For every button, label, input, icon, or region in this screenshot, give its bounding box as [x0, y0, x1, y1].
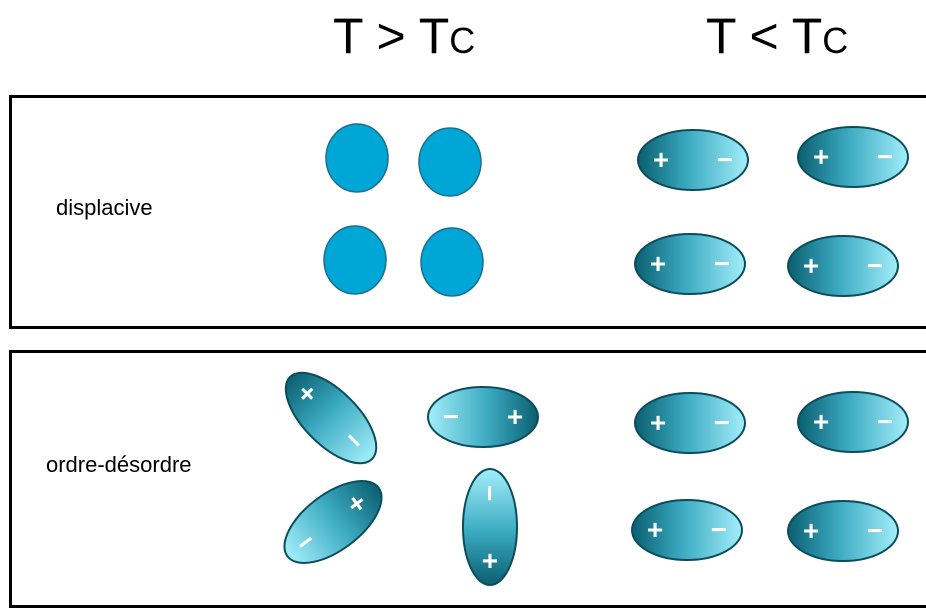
plus-sign: + [650, 248, 666, 279]
dipole: + − [631, 499, 743, 561]
dipole-group-order-above: + − + − + − + − [283, 371, 539, 586]
minus-sign: − [714, 248, 730, 279]
dipole: + − [634, 233, 746, 295]
dipole: + − [283, 480, 383, 564]
dipole: + − [284, 371, 378, 465]
atom-group-displacive-above [323, 123, 484, 297]
plus-sign: + [650, 407, 666, 438]
dipole: + − [797, 126, 909, 188]
plus-sign: + [507, 401, 523, 432]
order-disorder-panel [9, 350, 926, 608]
dipole-group-order-below: + − + − + − + − [631, 391, 909, 562]
minus-sign: − [443, 401, 459, 432]
dipole: + − [634, 392, 746, 454]
plus-sign: + [803, 250, 819, 281]
plus-sign: + [474, 553, 505, 569]
dipole: + − [427, 386, 539, 448]
dipole: + − [637, 129, 749, 191]
atom [325, 123, 389, 193]
minus-sign: − [717, 144, 733, 175]
displacive-label: displacive [56, 195, 153, 220]
dipole-group-displacive-below: + − + − + − + − [634, 126, 909, 297]
minus-sign: − [714, 407, 730, 438]
order-disorder-label: ordre-désordre [46, 452, 192, 477]
atom [420, 227, 484, 297]
plus-sign: + [813, 141, 829, 172]
minus-sign: − [474, 485, 505, 501]
plus-sign: + [803, 515, 819, 546]
dipole: + − [462, 468, 518, 586]
header-below-tc: T < TC [706, 8, 849, 64]
plus-sign: + [647, 514, 663, 545]
displacive-panel [9, 95, 926, 329]
plus-sign: + [813, 406, 829, 437]
dipole: + − [787, 235, 899, 297]
atom [323, 225, 387, 295]
minus-sign: − [877, 406, 893, 437]
plus-sign: + [653, 144, 669, 175]
minus-sign: − [711, 514, 727, 545]
atom [418, 127, 482, 197]
dipole: + − [797, 391, 909, 453]
dipole: + − [787, 500, 899, 562]
minus-sign: − [867, 250, 883, 281]
header-above-tc: T > TC [333, 8, 476, 64]
minus-sign: − [877, 141, 893, 172]
minus-sign: − [867, 515, 883, 546]
